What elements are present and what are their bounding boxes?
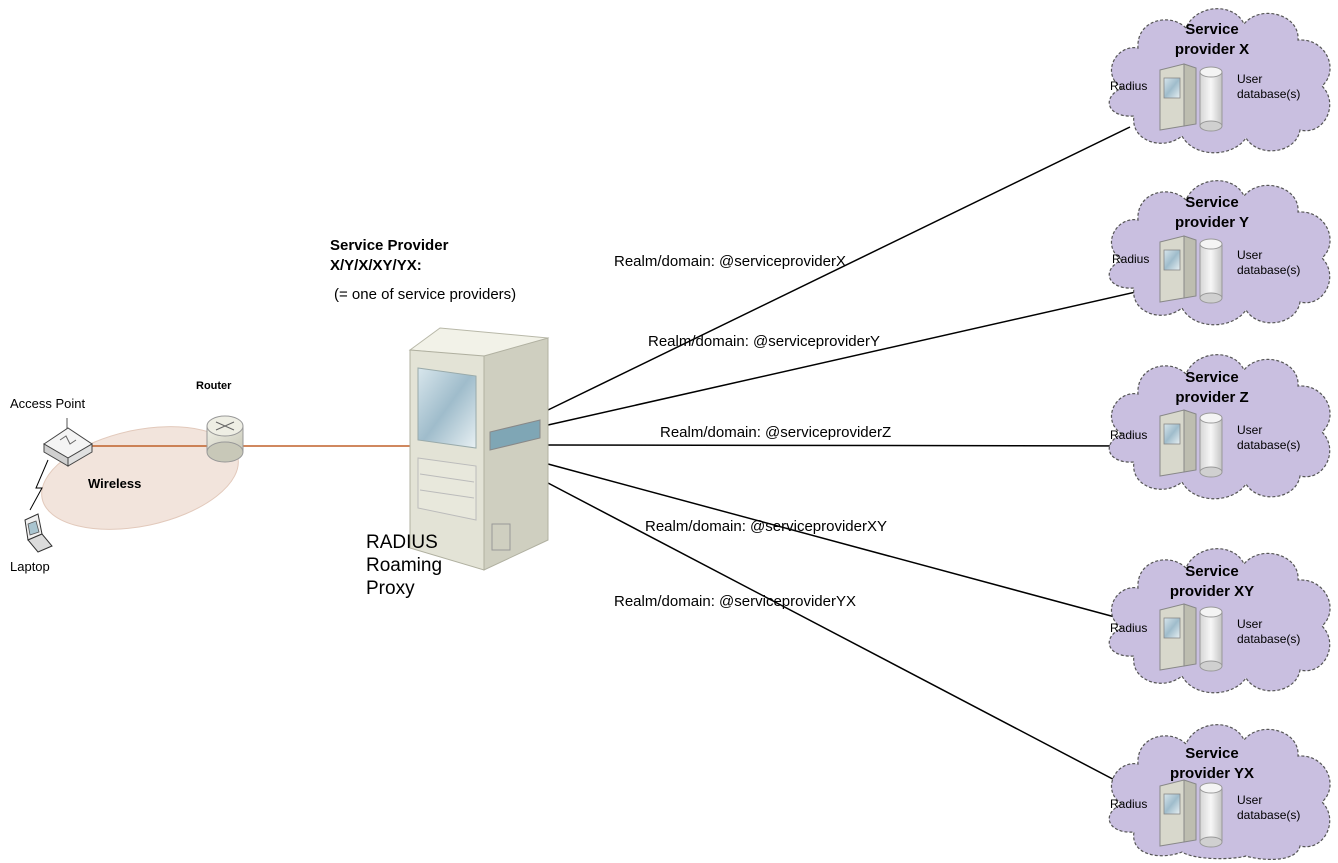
realm-link-z [547,444,1161,447]
provider-xy-title-line2: provider XY [1169,583,1255,600]
provider-yx-title-line2: provider YX [1170,765,1254,782]
provider-y-db-label-line1: User [1237,248,1263,262]
proxy-title-line2: X/Y/X/XY/YX: [330,257,422,274]
provider-xy-db-label-line2: database(s) [1237,632,1301,646]
provider-x-radius-label: Radius [1110,79,1148,93]
provider-cloud-xy [1108,548,1331,694]
proxy-name-line1: RADIUS [366,532,438,553]
wireless-signal-icon [29,459,49,511]
realm-label-y: Realm/domain: @serviceproviderY [648,333,880,350]
realm-label-yx: Realm/domain: @serviceproviderYX [614,593,856,610]
provider-yx-db-label-line1: User [1237,793,1263,807]
provider-cloud-y [1108,180,1331,326]
provider-yx-radius-label: Radius [1110,797,1148,811]
realm-link-y [547,286,1159,426]
provider-cloud-yx [1108,724,1331,861]
proxy-name-line3: Proxy [366,578,415,599]
realm-link-yx [547,482,1127,787]
provider-y-radius-label: Radius [1112,252,1150,266]
proxy-title-line1: Service Provider [330,237,449,254]
laptop-icon [24,513,53,553]
provider-yx-db-label-line2: database(s) [1237,808,1301,822]
provider-xy-title-line1: Service [1185,563,1239,580]
access-point-label: Access Point [10,396,86,411]
access-point-icon [43,418,93,467]
router-icon [206,415,244,463]
provider-xy-radius-label: Radius [1110,621,1148,635]
laptop-label: Laptop [10,559,50,574]
radius-proxy-server-icon [408,327,550,571]
provider-x-db-label-line2: database(s) [1237,87,1301,101]
provider-yx-title-line1: Service [1185,745,1239,762]
provider-cloud-z [1108,354,1331,500]
provider-y-title-line1: Service [1185,194,1239,211]
provider-z-radius-label: Radius [1110,428,1148,442]
router-label: Router [196,380,232,392]
provider-z-db-label-line1: User [1237,423,1263,437]
provider-x-db-label-line1: User [1237,72,1263,86]
realm-link-x [547,126,1131,411]
proxy-note: (= one of service providers) [334,286,517,303]
realm-label-xy: Realm/domain: @serviceproviderXY [645,518,887,535]
realm-link-xy [547,463,1127,621]
wireless-label: Wireless [88,476,142,491]
provider-y-db-label-line2: database(s) [1237,263,1301,277]
provider-z-title-line1: Service [1185,369,1239,386]
provider-x-title-line2: provider X [1174,41,1250,58]
provider-z-db-label-line2: database(s) [1237,438,1301,452]
provider-xy-db-label-line1: User [1237,617,1263,631]
provider-y-title-line2: provider Y [1175,214,1249,231]
provider-x-title-line1: Service [1185,21,1239,38]
realm-links [547,126,1161,787]
realm-label-x: Realm/domain: @serviceproviderX [614,253,846,270]
provider-z-title-line2: provider Z [1175,389,1249,406]
provider-cloud-x [1108,8,1331,154]
proxy-name-line2: Roaming [366,555,443,576]
realm-label-z: Realm/domain: @serviceproviderZ [660,424,892,441]
